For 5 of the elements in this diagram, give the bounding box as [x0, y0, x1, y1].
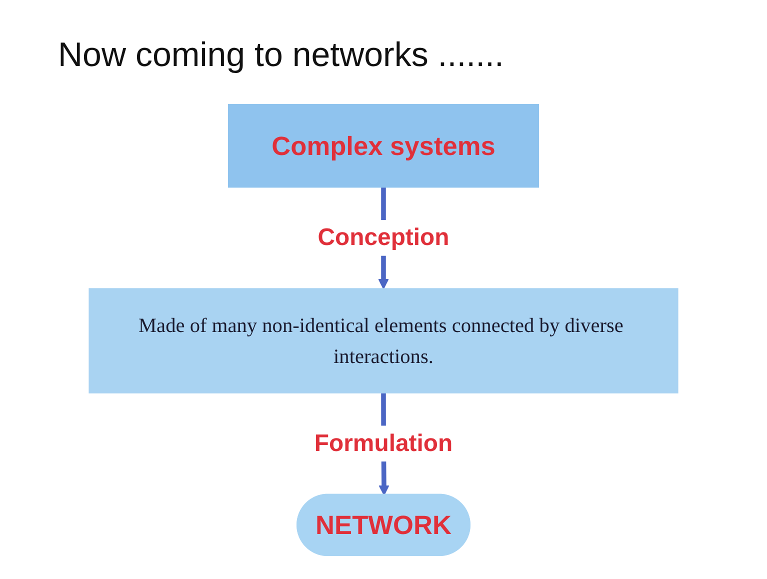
- slide-title: Now coming to networks .......: [58, 36, 504, 75]
- node-box: Made of many non-identical elements connected by diverse interactions.: [88, 288, 678, 394]
- edge-label: Formulation: [314, 430, 453, 457]
- edge-label: Conception: [318, 224, 450, 252]
- node-box: Complex systems: [228, 104, 540, 188]
